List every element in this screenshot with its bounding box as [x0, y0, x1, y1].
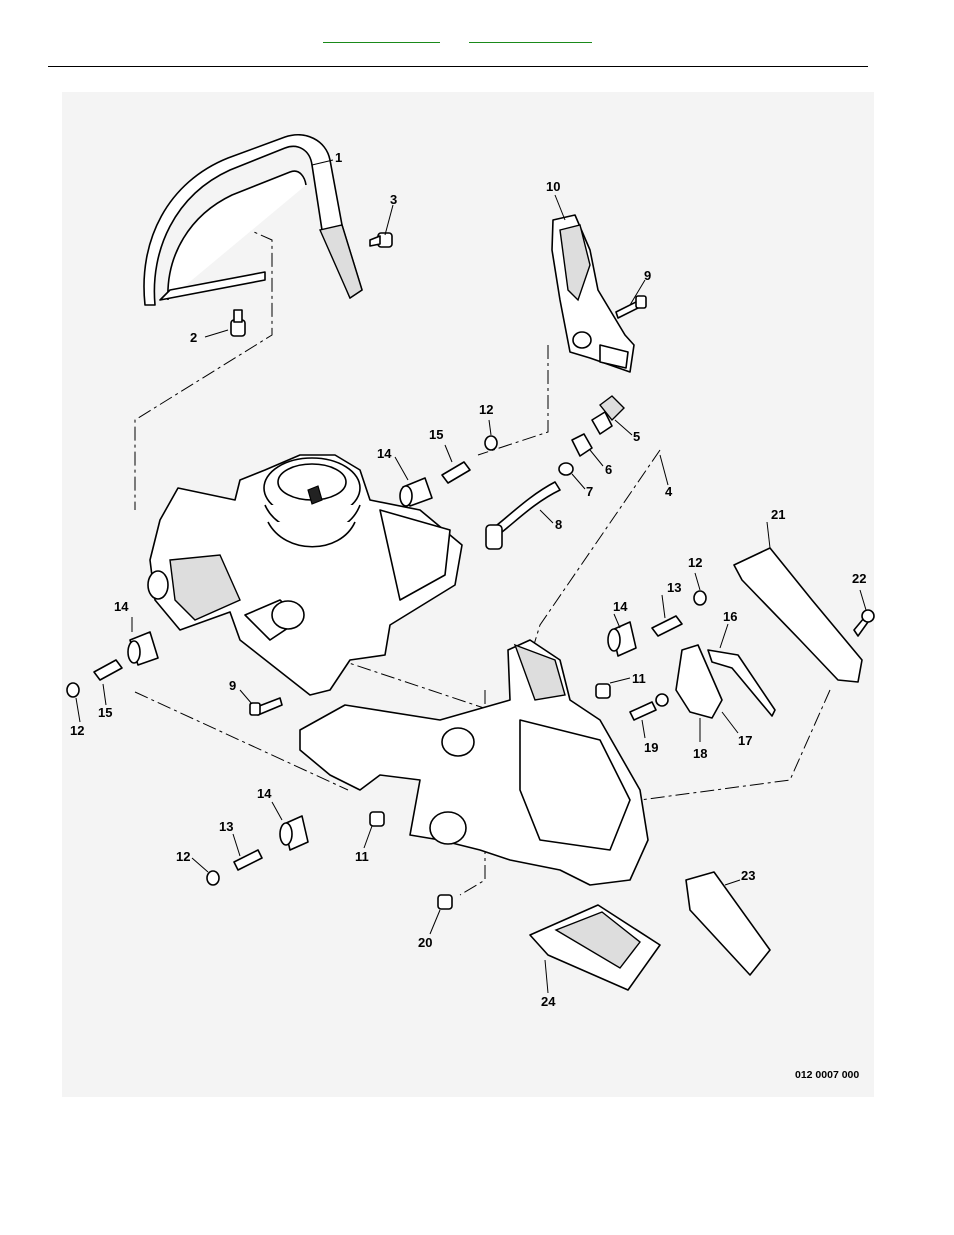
callout-17: 17	[738, 733, 752, 748]
grip	[685, 871, 771, 976]
washer	[206, 870, 220, 886]
callout-21: 21	[771, 507, 785, 522]
callout-24: 24	[541, 994, 556, 1009]
callout-leaders	[75, 159, 867, 994]
front-handle	[143, 133, 363, 306]
vibration-isolator	[127, 631, 159, 666]
tank-cover	[529, 904, 661, 991]
fuel-hose	[485, 481, 561, 550]
ring	[558, 462, 574, 476]
stud	[441, 461, 471, 484]
vibration-isolator	[399, 477, 433, 507]
drawing-number: 012 0007 000	[795, 1069, 859, 1081]
handle-bolt	[369, 232, 393, 248]
callout-14a: 14	[377, 446, 392, 461]
callout-14d: 14	[257, 786, 272, 801]
stud	[651, 615, 683, 637]
callout-12d: 12	[176, 849, 190, 864]
header-divider	[48, 66, 868, 67]
callout-11a: 11	[632, 671, 646, 686]
callout-9b: 9	[229, 678, 236, 693]
filter-cap	[571, 433, 593, 457]
callout-7: 7	[586, 484, 593, 499]
handle-cover	[733, 547, 863, 683]
pin	[629, 701, 657, 721]
screw	[595, 683, 611, 699]
screw	[437, 894, 453, 910]
callout-15a: 15	[429, 427, 443, 442]
bracket	[551, 214, 635, 373]
bracket-screw	[615, 295, 647, 319]
callout-14c: 14	[613, 599, 628, 614]
callout-19: 19	[644, 740, 658, 755]
callout-2: 2	[190, 330, 197, 345]
callout-8: 8	[555, 517, 562, 532]
callout-23: 23	[741, 868, 755, 883]
cover-screw	[853, 609, 875, 637]
nav-link-2[interactable]	[469, 38, 592, 43]
washer	[484, 435, 498, 451]
callout-14b: 14	[114, 599, 129, 614]
callout-12c: 12	[70, 723, 84, 738]
washer	[66, 682, 80, 698]
callout-1: 1	[335, 150, 342, 165]
callout-11b: 11	[355, 849, 369, 864]
callouts: 1 2 3 4 5 6 7 8 9 9 10 11 11 12 12 12 12…	[70, 150, 866, 1081]
callout-15b: 15	[98, 705, 112, 720]
callout-4: 4	[665, 484, 673, 499]
callout-13b: 13	[219, 819, 233, 834]
callout-9a: 9	[644, 268, 651, 283]
stud	[93, 659, 123, 681]
screw	[369, 811, 385, 827]
callout-20: 20	[418, 935, 432, 950]
engine-block	[147, 454, 463, 696]
washer	[693, 590, 707, 606]
callout-13a: 13	[667, 580, 681, 595]
handle-screw	[230, 309, 246, 337]
nav-link-1[interactable]	[323, 38, 440, 43]
callout-22: 22	[852, 571, 866, 586]
throttle-trigger	[675, 644, 723, 719]
engine-screw	[249, 697, 283, 716]
callout-12b: 12	[688, 555, 702, 570]
stud	[233, 849, 263, 871]
callout-18: 18	[693, 746, 707, 761]
callout-6: 6	[605, 462, 612, 477]
vibration-isolator	[279, 815, 309, 851]
callout-3: 3	[390, 192, 397, 207]
vibration-isolator	[607, 621, 637, 657]
callout-5: 5	[633, 429, 640, 444]
fuel-filter	[591, 395, 625, 435]
rear-handle	[299, 639, 649, 886]
spring	[655, 693, 669, 707]
callout-12a: 12	[479, 402, 493, 417]
callout-10: 10	[546, 179, 560, 194]
callout-16: 16	[723, 609, 737, 624]
throttle-lockout	[707, 649, 776, 717]
